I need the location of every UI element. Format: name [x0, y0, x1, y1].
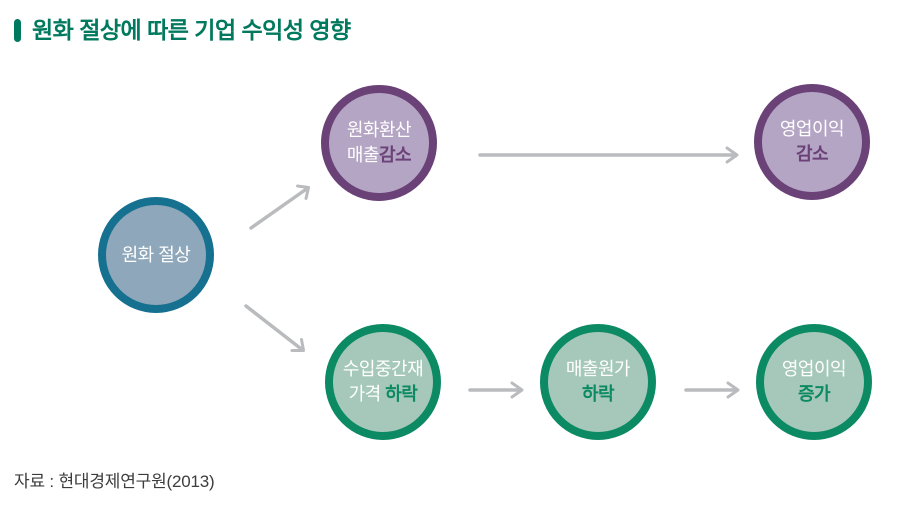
arrow-up-diagonal: [249, 184, 310, 230]
title-row: 원화 절상에 따른 기업 수익성 영향: [14, 19, 351, 42]
arrow-down-diagonal: [244, 304, 305, 352]
arrow-top-horizontal: [478, 146, 739, 164]
node-line1: 수입중간재: [342, 359, 424, 379]
emphasis-text: 하락: [581, 384, 615, 404]
node-line2: 가격 하락: [348, 384, 418, 404]
node-line1: 영업이익: [781, 359, 847, 379]
node-line2: 증가: [797, 382, 831, 407]
node-fx-sales-decrease: 원화환산 매출감소: [321, 85, 437, 201]
node-won-appreciation: 원화 절상: [98, 197, 214, 313]
node-line1: 매출원가: [565, 359, 631, 379]
node-line2: 감소: [795, 142, 829, 167]
node-line1: 원화환산: [346, 120, 412, 140]
arrow-bottom-1: [468, 381, 524, 399]
node-line2: 매출감소: [346, 145, 412, 165]
source-note: 자료 : 현대경제연구원(2013): [14, 472, 215, 491]
node-label: 원화 절상: [121, 244, 191, 265]
node-operating-profit-decrease: 영업이익 감소: [754, 84, 870, 200]
node-import-price-drop: 수입중간재 가격 하락: [325, 324, 441, 440]
emphasis-text: 감소: [795, 144, 829, 164]
title-accent-bar: [14, 19, 21, 42]
page-title: 원화 절상에 따른 기업 수익성 영향: [32, 17, 351, 43]
node-line2: 하락: [581, 382, 615, 407]
emphasis-text: 감소: [379, 145, 412, 165]
emphasis-text: 증가: [797, 384, 831, 404]
emphasis-text: 하락: [385, 384, 418, 404]
node-operating-profit-increase: 영업이익 증가: [756, 324, 872, 440]
node-line1: 영업이익: [779, 119, 845, 139]
arrow-bottom-2: [684, 381, 740, 399]
node-cost-of-sales-drop: 매출원가 하락: [540, 324, 656, 440]
